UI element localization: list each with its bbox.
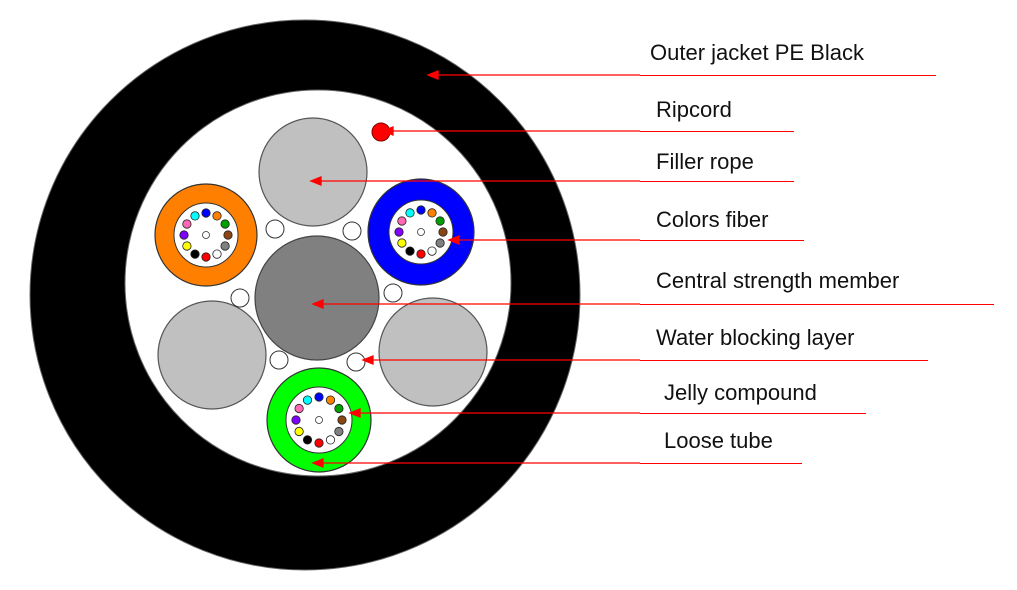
underline-loose-tube	[640, 463, 802, 464]
fiber	[334, 403, 344, 414]
underline-water-blocking-layer	[640, 360, 928, 361]
fiber	[416, 205, 426, 215]
loose-tube-green	[266, 367, 372, 473]
underline-central-strength-member	[640, 304, 994, 305]
fiber	[435, 216, 445, 226]
fiber	[405, 246, 415, 256]
filler-rope-left	[157, 300, 267, 410]
fiber	[190, 211, 200, 221]
label-jelly-compound: Jelly compound	[664, 380, 817, 405]
water-blocking-circle	[383, 283, 403, 303]
water-blocking-circle	[269, 350, 289, 370]
water-blocking-circle	[342, 221, 362, 241]
fiber	[302, 395, 313, 405]
fiber	[334, 426, 344, 437]
fiber	[427, 208, 437, 218]
label-ripcord: Ripcord	[656, 97, 732, 122]
filler-rope-right	[378, 297, 488, 407]
fiber	[212, 211, 222, 221]
fiber	[220, 241, 230, 251]
fiber	[223, 230, 233, 240]
fiber	[325, 395, 336, 405]
filler-rope-top	[258, 117, 368, 227]
fiber	[325, 435, 336, 445]
label-outer-jacket: Outer jacket PE Black	[650, 40, 864, 65]
fiber	[190, 249, 200, 259]
label-central-strength-member: Central strength member	[656, 268, 900, 293]
fiber	[201, 252, 211, 262]
fiber	[314, 438, 324, 448]
fiber	[438, 227, 448, 237]
fiber	[405, 208, 415, 218]
fiber	[212, 249, 222, 259]
fiber	[337, 415, 347, 425]
fiber	[416, 249, 426, 259]
label-loose-tube: Loose tube	[664, 428, 773, 453]
underline-jelly-compound	[640, 413, 866, 414]
central-strength-member	[254, 235, 380, 361]
fiber	[294, 426, 304, 437]
fiber	[182, 241, 192, 251]
water-blocking-circle	[346, 352, 366, 372]
label-water-blocking-layer: Water blocking layer	[656, 325, 855, 350]
fiber	[182, 219, 192, 229]
fiber	[435, 238, 445, 248]
fiber	[291, 415, 301, 425]
underline-ripcord	[640, 131, 794, 132]
loose-tube-orange	[154, 183, 258, 287]
loose-tube-blue	[367, 178, 475, 286]
fiber	[220, 219, 230, 229]
underline-filler-rope	[640, 181, 794, 182]
fiber	[427, 246, 437, 256]
fiber	[397, 216, 407, 226]
label-colors-fiber: Colors fiber	[656, 207, 769, 232]
water-blocking-circle	[230, 288, 250, 308]
fiber	[179, 230, 189, 240]
water-blocking-circle	[265, 219, 285, 239]
fiber	[397, 238, 407, 248]
label-filler-rope: Filler rope	[656, 149, 754, 174]
underline-outer-jacket	[640, 75, 936, 76]
fiber	[201, 208, 211, 218]
fiber	[314, 392, 324, 402]
fiber	[302, 435, 313, 445]
underline-colors-fiber	[640, 240, 804, 241]
fiber	[394, 227, 404, 237]
fiber	[294, 403, 304, 414]
